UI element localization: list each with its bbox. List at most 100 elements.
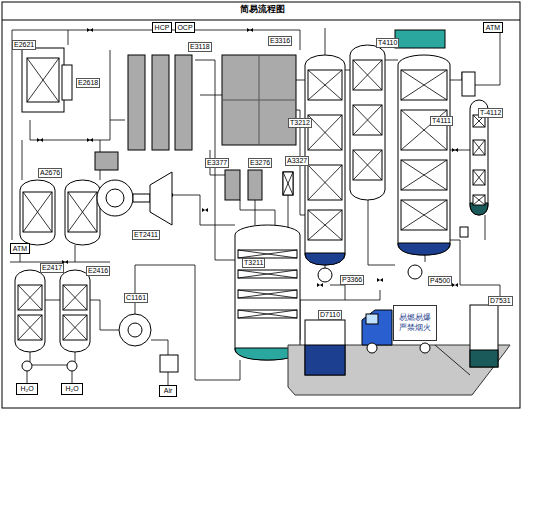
stream-box: ATM: [483, 22, 503, 33]
packing-bed: [18, 315, 42, 340]
packing-cross: [238, 290, 297, 298]
packing-bed: [308, 165, 342, 200]
equipment-tag: C1161: [124, 293, 148, 303]
equipment-tag: P4500: [428, 276, 452, 286]
packing-bed: [18, 285, 42, 310]
pipe: [22, 140, 23, 180]
pipe: [200, 95, 222, 96]
packing-cross: [401, 70, 447, 100]
tank: [305, 320, 345, 375]
pipe: [12, 30, 300, 50]
column: [235, 225, 300, 360]
pipe: [75, 245, 76, 262]
packing-bed: [308, 210, 342, 240]
packing-cross: [473, 195, 485, 205]
packing-cross: [473, 140, 485, 155]
box-text: Air: [164, 387, 173, 395]
valve-symbol: [317, 283, 323, 287]
equipment-tag: E3276: [248, 158, 272, 168]
packing-bed: [473, 195, 485, 205]
title-rule: [2, 20, 520, 21]
filter: [460, 227, 468, 237]
pipe: [255, 200, 256, 225]
packing-cross: [353, 150, 382, 180]
equipment-tag: D7531: [488, 296, 513, 306]
packing-cross: [18, 285, 42, 310]
box-text: ATM: [486, 24, 500, 32]
separator: [62, 65, 72, 100]
packing-bed: [238, 250, 297, 258]
ground-slab: [288, 345, 510, 395]
adsorber: [20, 180, 55, 245]
tank: [470, 305, 498, 367]
heat-exchanger: [128, 55, 145, 150]
packing-cross: [353, 105, 382, 135]
packing-cross: [473, 170, 485, 185]
equipment-tag: A2676: [38, 168, 62, 178]
stream-box: Air: [159, 385, 177, 397]
heat-exchanger: [175, 55, 192, 150]
valve-symbol: [37, 138, 43, 142]
adsorber: [65, 180, 100, 245]
equipment-tag: E2417: [40, 263, 64, 273]
filter: [283, 172, 293, 195]
heat-exchanger: [95, 152, 118, 170]
pipe: [300, 290, 380, 300]
truck-body: 易燃易爆 严禁烟火: [393, 305, 437, 341]
packing-bed: [401, 200, 447, 230]
valve-symbol: [377, 278, 383, 282]
pipe: [72, 370, 73, 383]
diagram-title: 简易流程图: [240, 4, 285, 15]
packing-bed: [27, 58, 59, 102]
packing-cross: [353, 60, 382, 90]
air-filter: [160, 355, 178, 372]
packing-bed: [283, 172, 293, 195]
equipment-tag: T-4112: [478, 108, 503, 118]
equipment-tag: E2618: [76, 78, 100, 88]
column: [398, 55, 450, 255]
pipe: [168, 372, 169, 385]
packing-bed: [353, 105, 382, 135]
equipment-tag: P3366: [340, 275, 364, 285]
pipe: [120, 195, 235, 225]
pipe: [27, 370, 28, 383]
pipe: [288, 195, 289, 228]
pipe: [30, 120, 110, 140]
equipment-tag: E3316: [268, 36, 292, 46]
condenser: [395, 30, 445, 48]
packing-cross: [283, 172, 293, 195]
stream-box: HCP: [152, 22, 172, 33]
stream-box: H₂O: [61, 383, 83, 395]
packing-cross: [18, 315, 42, 340]
heat-exchanger: [222, 55, 296, 145]
pipe: [435, 345, 470, 375]
pump: [318, 268, 332, 282]
packing-bed: [353, 150, 382, 180]
equipment-tag: E3118: [188, 42, 212, 52]
stream-box: H₂O: [16, 383, 38, 395]
packing-bed: [473, 140, 485, 155]
pipe: [485, 215, 486, 240]
pipe: [385, 60, 398, 61]
packing-bed: [308, 70, 342, 100]
packing-cross: [308, 210, 342, 240]
heat-exchanger: [248, 170, 262, 200]
truck-window: [366, 314, 378, 324]
packing-cross: [308, 115, 342, 150]
scrubber: [15, 270, 45, 352]
equipment-tag: T4110: [376, 38, 399, 48]
packing-cross: [401, 200, 447, 230]
packing-bed: [238, 290, 297, 298]
pipe: [151, 340, 168, 355]
packing-bed: [308, 115, 342, 150]
pipe: [368, 200, 395, 265]
packing-bed: [353, 60, 382, 90]
valve-symbol: [202, 208, 208, 212]
packing-cross: [23, 192, 52, 232]
box-text: 易燃易爆 严禁烟火: [394, 313, 436, 333]
compressor-hub: [106, 189, 124, 207]
liquid-level: [398, 243, 450, 255]
packing-cross: [238, 310, 297, 318]
packing-bed: [473, 170, 485, 185]
pump: [22, 361, 32, 371]
